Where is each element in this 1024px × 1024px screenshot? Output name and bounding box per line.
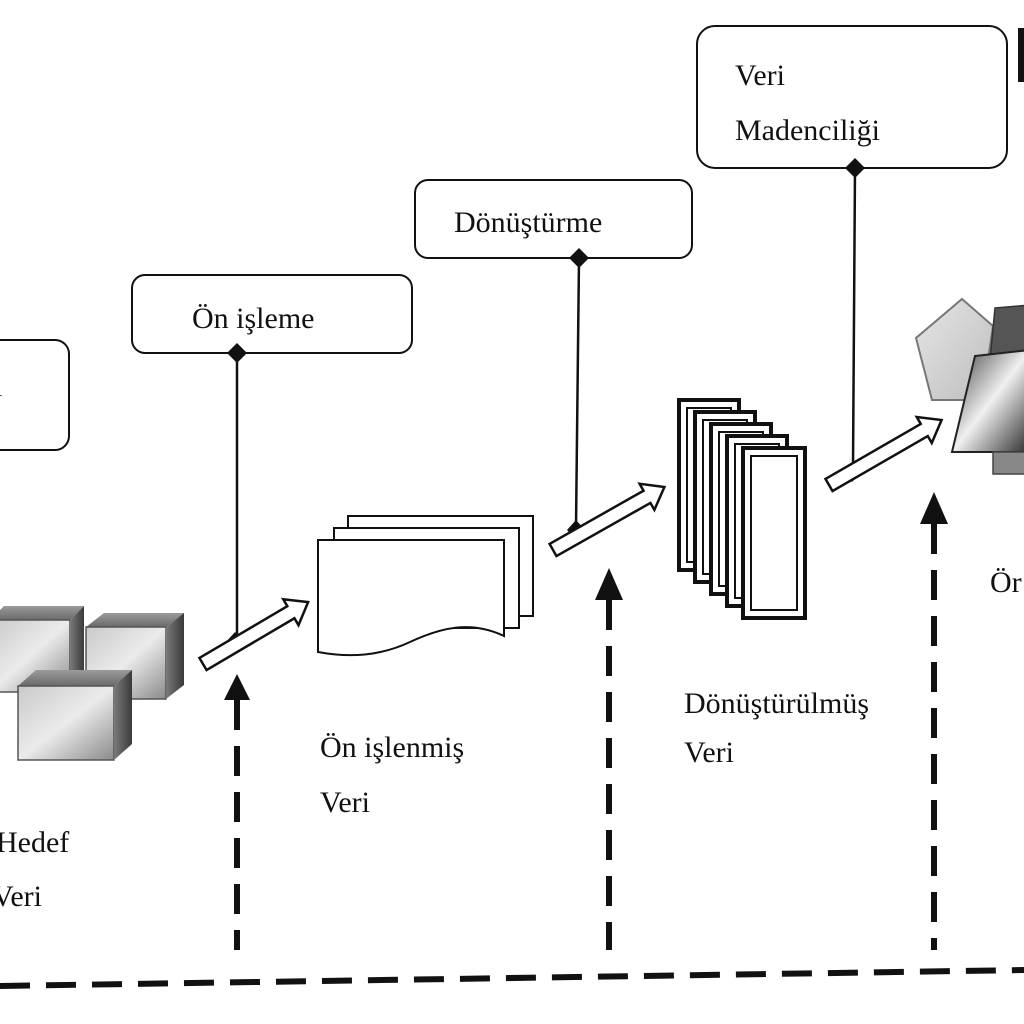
step-label-data-mining-2: Madenciliği	[735, 114, 880, 147]
flow-arrow-1	[197, 597, 310, 672]
step-label-transformation: Dönüştürme	[454, 206, 602, 239]
partial-box-edge	[1018, 28, 1024, 82]
target-data-label-2: Veri	[0, 880, 42, 913]
step-label-left-partial: i	[0, 370, 2, 403]
patterns-shapes-icon	[914, 297, 1024, 475]
preprocessed-data-label-1: Ön işlenmiş	[320, 731, 464, 764]
feedback-dashed-paths	[0, 492, 1024, 989]
connector-preprocessing	[226, 343, 247, 652]
step-box-transformation: Dönüştürme	[414, 179, 693, 259]
patterns-label-partial: Ör	[990, 566, 1022, 599]
transformed-data-cards-icon	[677, 398, 807, 620]
preprocessed-data-label-2: Veri	[320, 786, 370, 819]
transformed-data-label-2: Veri	[684, 736, 734, 769]
flow-arrow-3	[823, 415, 944, 493]
target-data-label-1: Hedef	[0, 826, 69, 859]
flow-arrow-2	[547, 482, 667, 558]
step-label-data-mining-1: Veri	[735, 59, 785, 92]
transformed-data-label-1: Dönüştürülmüş	[684, 687, 869, 720]
step-box-left-partial: i	[0, 339, 70, 451]
target-data-cubes-icon	[0, 606, 184, 761]
connector-data-mining	[843, 158, 865, 482]
preprocessed-data-pages-icon	[317, 515, 534, 657]
connector-transformation	[567, 248, 589, 540]
step-box-preprocessing: Ön işleme	[131, 274, 413, 354]
step-label-preprocessing: Ön işleme	[192, 302, 314, 335]
step-box-data-mining: Veri Madenciliği	[696, 25, 1008, 169]
